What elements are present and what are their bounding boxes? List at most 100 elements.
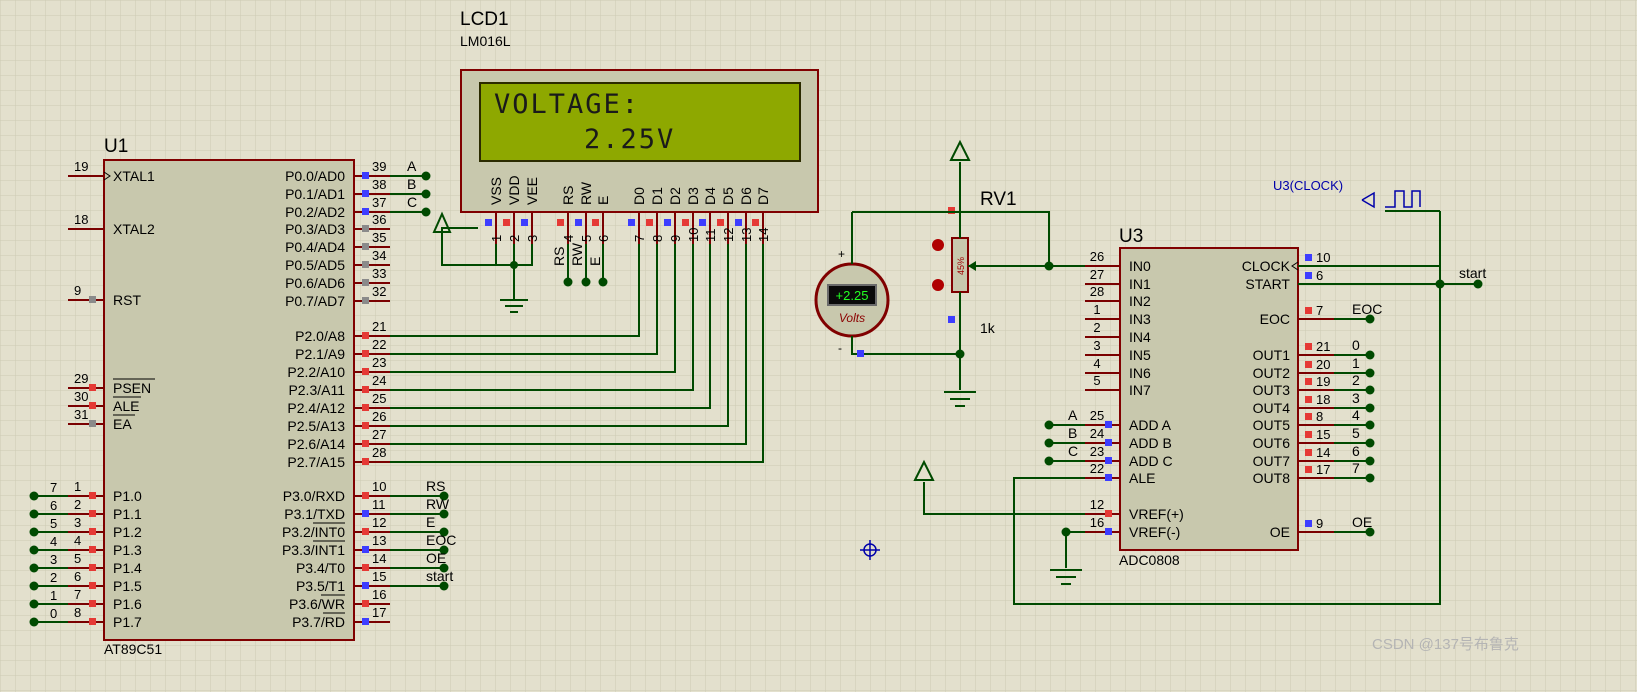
crosshair-marker-icon [860, 540, 880, 560]
pin-number: 17 [1316, 462, 1330, 477]
lcd-screen [479, 82, 801, 162]
u3-adc[interactable]: U3 ADC0808 26IN027IN128IN21IN32IN43IN54I… [1044, 226, 1487, 568]
rv1-potentiometer[interactable]: RV1 45% 1k [852, 139, 1120, 407]
u1-pin-2[interactable]: 2P1.16 [29, 497, 143, 522]
lcd-pin-rs[interactable]: RS4 [557, 186, 576, 244]
clock-source-label[interactable]: U3(CLOCK) [1273, 178, 1343, 193]
lcd1-display[interactable]: LCD1 LM016L VOLTAGE: 2.25V VSS1VDD2VEE3R… [460, 9, 819, 244]
dc-voltmeter[interactable]: +2.25 Volts + - [814, 212, 965, 359]
lcd-pin-rw[interactable]: RW5 [575, 181, 594, 244]
pin-number: 2 [1093, 320, 1100, 335]
lcd-pin-d1[interactable]: D18 [646, 187, 665, 244]
lcd-pin-d2[interactable]: D29 [664, 187, 683, 244]
lcd-pin-e[interactable]: E6 [592, 196, 611, 244]
u1-microcontroller[interactable]: U1 AT89C51 19XTAL118XTAL29RST29PSEN30ALE… [29, 136, 457, 657]
u1-body[interactable] [103, 159, 355, 641]
u1-pin-3[interactable]: 3P1.25 [29, 515, 143, 540]
net-label: start [1459, 265, 1486, 281]
u1-part: AT89C51 [104, 641, 162, 657]
u1-pin-6[interactable]: 6P1.52 [29, 569, 143, 594]
u1-pin-5[interactable]: 5P1.43 [29, 551, 143, 576]
net-label: A [1068, 407, 1078, 423]
net-label: 6 [1352, 443, 1360, 459]
pin-number: 3 [1093, 338, 1100, 353]
pin-number: 6 [74, 569, 81, 584]
u1-pin-8[interactable]: 8P1.70 [29, 605, 143, 630]
u1-pin-1[interactable]: 1P1.07 [29, 479, 143, 504]
u1-pin-7[interactable]: 7P1.61 [29, 587, 143, 612]
u1-pin-4[interactable]: 4P1.34 [29, 533, 143, 558]
pin-name: VSS [488, 177, 504, 205]
lcd-pin-d0[interactable]: D07 [628, 187, 647, 244]
rv1-increase-button[interactable] [932, 239, 944, 251]
u3-body[interactable] [1119, 247, 1299, 551]
pin-name: P3.5/T1 [296, 578, 345, 594]
pin-number: 34 [372, 248, 386, 263]
rv1-decrease-button[interactable] [932, 279, 944, 291]
